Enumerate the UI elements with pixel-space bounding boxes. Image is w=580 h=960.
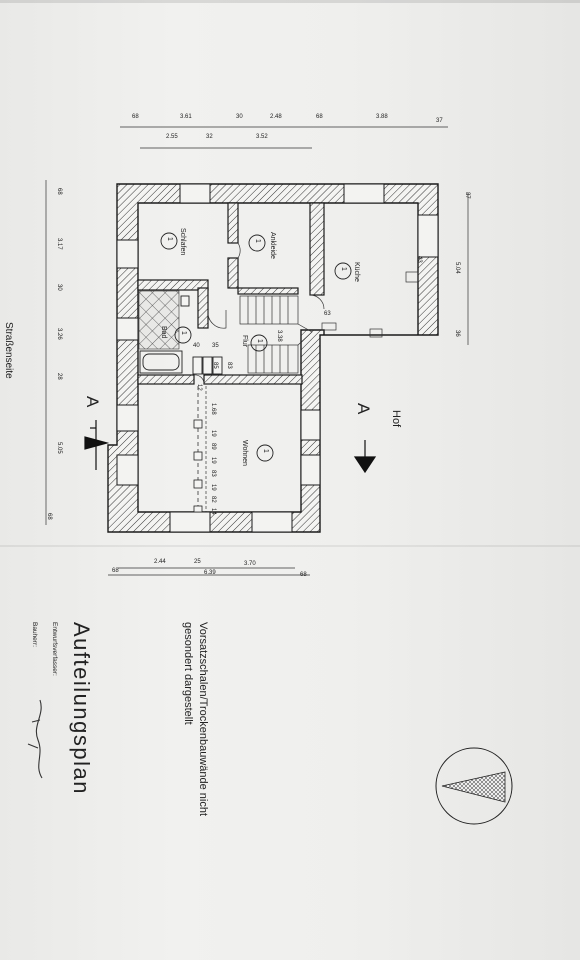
room-number-flur: 1 [256,339,263,343]
dim-top-5: 68 [316,114,323,120]
dim-right-3: 36 [454,330,460,337]
room-label-wohnen: Wohnen [241,440,248,466]
dim-left-3: 30 [56,284,62,291]
dim-inner-12: 12 [196,384,202,391]
room-label-bad: Bad [160,326,167,339]
label-hof: Hof [390,410,402,428]
dim-inner-stair: 3.38 [276,330,282,342]
bath-fixtures [180,295,223,375]
dim-chain-6: 19 [210,484,216,491]
dim-chain-8: 14 [210,508,216,515]
dim-inner-43: 43 [416,256,422,263]
dim-chain-5: 83 [210,470,216,477]
dim-left-1: 68 [56,188,62,195]
dim-top-3: 30 [236,114,243,120]
dim-top2-1: 2.55 [166,134,178,140]
dim-right-1: 37 [464,192,470,199]
note-line-1: Vorsatzschalen/Trockenbauwände nicht [197,622,209,817]
dim-bottom2-2: 6.39 [204,570,216,576]
room-number-wohnen: 1 [262,449,269,453]
section-label-a-left: A [83,396,102,408]
section-label-a-right: A [354,403,373,415]
dim-chain-4: 19 [210,457,216,464]
section-marker-left [84,420,110,470]
dim-chain-1: 1.68 [210,403,216,415]
dim-top-2: 3.61 [180,114,192,120]
room-number-kueche: 1 [340,267,347,271]
dim-chain-3: 89 [210,443,216,450]
room-label-kueche: Küche [353,262,360,282]
dim-left-6: 5.05 [56,442,62,454]
room-label-ankleide: Ankleide [269,232,276,259]
dim-inner-85: 85 [212,362,218,369]
room-number-schlafen: 1 [166,237,173,241]
dim-top-4: 2.48 [270,114,282,120]
dim-bottom-2: 25 [194,559,201,565]
bathtub [139,350,183,374]
dim-bottom-3: 3.70 [244,561,256,567]
room-label-flur: Flur [241,335,248,348]
dim-top-6: 3.88 [376,114,388,120]
dim-inner-63: 63 [324,311,331,317]
dim-bottom2-1: 68 [112,568,119,574]
dim-left-4: 3.26 [56,328,62,340]
dim-top-1: 68 [132,114,139,120]
dim-top-7: 37 [436,118,443,124]
bath-tile-floor [138,290,180,350]
staircase [239,271,419,374]
dim-chain-7: 82 [210,496,216,503]
dim-bottom-1: 2.44 [154,559,166,565]
section-marker-right [353,440,377,474]
dim-top2-3: 3.52 [256,134,268,140]
door-swings [193,242,325,385]
dim-inner-35: 35 [212,343,219,349]
dim-left-5: 28 [56,373,62,380]
room-number-ankleide: 1 [254,239,261,243]
bauherr-label: Bauherr: [31,622,38,647]
room-number-bad: 1 [180,331,187,335]
dimension-lines [45,126,469,576]
dim-left-7: 68 [46,513,52,520]
dim-left-2: 3.17 [56,238,62,250]
room-label-schlafen: Schlafen [179,228,186,256]
label-strassenseite: Straßenseite [3,322,14,379]
dim-top2-2: 32 [206,134,213,140]
north-arrow [435,747,513,825]
signature [27,699,43,779]
entwurfsverfasser-label: Entwurfsverfasser: [51,622,58,676]
dim-inner-40: 40 [193,343,200,349]
plan-title: Aufteilungsplan [69,622,94,795]
dim-bottom2-3: 68 [300,572,307,578]
window-openings [116,183,439,533]
room-number-circles [160,232,352,462]
note-line-2: gesondert dargestellt [182,622,194,725]
interior-walls [137,202,325,385]
small-openings [193,419,203,513]
dim-inner-83: 83 [226,362,232,369]
dim-chain-2: 19 [210,430,216,437]
dim-right-2: 5.04 [454,262,460,274]
